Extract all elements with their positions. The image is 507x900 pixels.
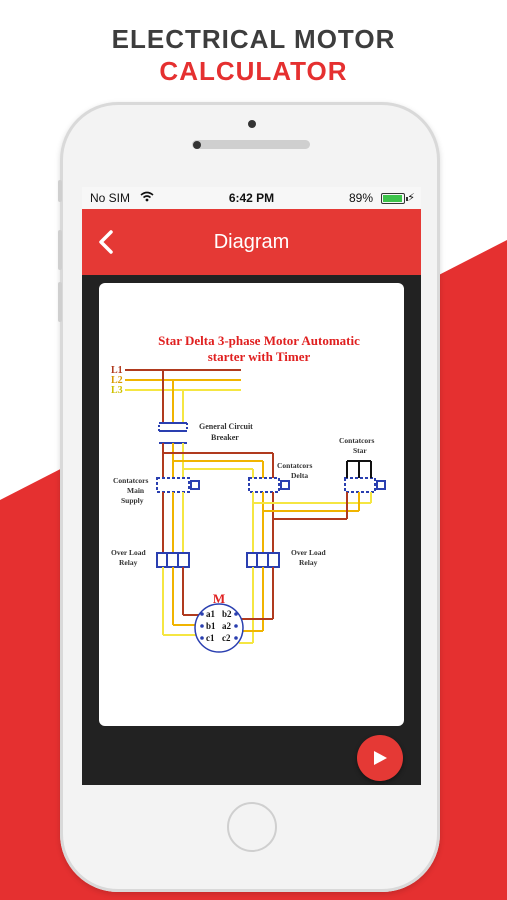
overload-right-label-2: Relay: [299, 558, 318, 567]
phone-screen: No SIM 6:42 PM 89% ⚡ Diagram Star Delta …: [82, 187, 421, 785]
overload-left-label-1: Over Load: [111, 548, 146, 557]
promo-title-line1: ELECTRICAL MOTOR: [111, 24, 396, 54]
line-label-l3: L3: [111, 385, 123, 396]
phone-front-camera: [193, 141, 201, 149]
battery-icon: [381, 193, 408, 204]
wifi-icon: [140, 191, 154, 202]
overload-relay-left: [156, 552, 190, 568]
home-button[interactable]: [227, 802, 277, 852]
app-bar: Diagram: [82, 209, 421, 275]
status-time: 6:42 PM: [228, 191, 275, 205]
circuit-breaker: [158, 422, 188, 444]
phone-sensor: [248, 120, 256, 128]
delta-label-2: Delta: [291, 471, 308, 480]
delta-label-1: Contatcors: [277, 461, 312, 470]
play-arrow-icon: [374, 751, 387, 765]
motor-label: M: [213, 591, 225, 606]
phone-volume-up: [58, 230, 62, 270]
status-battery-percent: 89%: [348, 191, 373, 205]
terminal-a2: a2: [222, 621, 232, 631]
main-supply-label-1: Contatcors: [113, 476, 148, 485]
status-carrier: No SIM: [90, 191, 131, 205]
breaker-label-2: Breaker: [211, 433, 239, 442]
promo-title-line2: CALCULATOR: [159, 56, 348, 86]
next-button[interactable]: [357, 735, 403, 781]
star-label-2: Star: [353, 446, 367, 455]
status-bar: No SIM 6:42 PM 89% ⚡: [82, 187, 421, 209]
star-label-1: Contatcors: [339, 436, 374, 445]
main-supply-label-3: Supply: [121, 496, 144, 505]
terminal-c2: c2: [222, 633, 231, 643]
overload-right-label-1: Over Load: [291, 548, 326, 557]
delta-contactor: [248, 477, 290, 493]
terminal-a1: a1: [206, 609, 216, 619]
diagram-card: Star Delta 3-phase Motor Automatic start…: [99, 283, 404, 726]
main-supply-label-2: Main: [127, 486, 145, 495]
motor-symbol: [194, 603, 244, 653]
terminal-c1: c1: [206, 633, 215, 643]
page-title: Diagram: [213, 231, 290, 253]
breaker-label-1: General Circuit: [199, 422, 253, 431]
phone-side-button: [58, 180, 62, 202]
main-contactor: [156, 477, 200, 493]
diagram-title-line2: starter with Timer: [208, 349, 311, 364]
charging-icon: ⚡: [407, 192, 415, 204]
star-contactor: [344, 460, 386, 493]
wiring-diagram: Star Delta 3-phase Motor Automatic start…: [111, 333, 386, 653]
line-label-l2: L2: [111, 375, 123, 386]
line-label-l1: L1: [111, 365, 123, 376]
terminal-b2: b2: [222, 609, 232, 619]
overload-relay-right: [246, 552, 280, 568]
diagram-title-line1: Star Delta 3-phase Motor Automatic: [158, 333, 360, 348]
overload-left-label-2: Relay: [119, 558, 138, 567]
phone-speaker: [192, 140, 310, 149]
back-button[interactable]: [92, 224, 122, 260]
chevron-left-icon: [99, 230, 113, 254]
terminal-b1: b1: [206, 621, 216, 631]
phone-volume-down: [58, 282, 62, 322]
